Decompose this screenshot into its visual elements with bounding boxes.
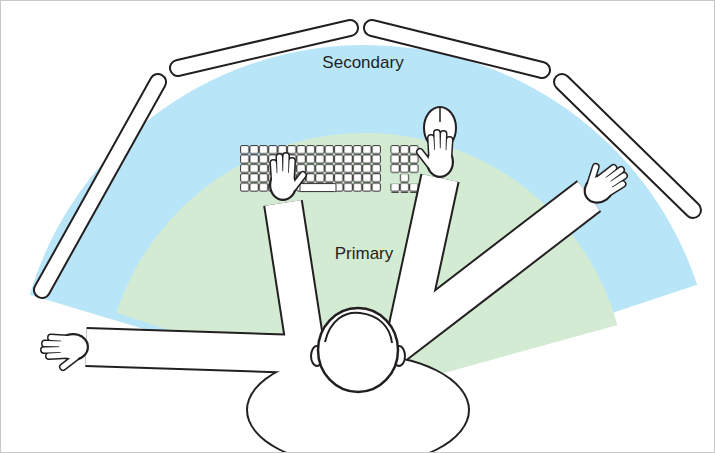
ear bbox=[393, 346, 405, 366]
zone-sector bbox=[30, 45, 697, 395]
desk-segment bbox=[372, 28, 542, 70]
hand bbox=[574, 156, 630, 210]
head bbox=[318, 308, 398, 392]
body-fill bbox=[248, 355, 468, 453]
desk-segment bbox=[562, 82, 693, 210]
desk-segment bbox=[42, 82, 158, 290]
desk-segment-fill bbox=[372, 28, 542, 70]
desk-segment-fill bbox=[42, 82, 158, 290]
body-outline bbox=[246, 353, 470, 453]
mouse bbox=[424, 107, 456, 149]
arm-outline bbox=[86, 178, 589, 355]
space-bar bbox=[300, 184, 336, 192]
arm-fill bbox=[86, 178, 589, 355]
hand bbox=[269, 156, 303, 201]
zone-sector bbox=[116, 133, 617, 395]
mouse-body bbox=[424, 107, 456, 149]
zone-label: Primary bbox=[335, 244, 394, 264]
hair-line bbox=[325, 313, 392, 343]
zone-label: Secondary bbox=[322, 53, 403, 73]
secondary-zone: SecondaryPrimary bbox=[15, 45, 700, 395]
arrow-keys bbox=[390, 184, 418, 193]
mouse-button-split bbox=[439, 107, 441, 122]
hand bbox=[44, 333, 89, 367]
zone-shape bbox=[103, 133, 627, 395]
keyboard-keys bbox=[240, 145, 381, 192]
ear bbox=[311, 346, 323, 366]
keyboard bbox=[240, 145, 419, 193]
numpad-keys bbox=[390, 145, 418, 173]
desk-segment-fill bbox=[178, 28, 350, 68]
desk-segment-fill bbox=[562, 82, 693, 210]
desk-segments bbox=[42, 28, 693, 290]
hand bbox=[420, 133, 454, 178]
desk-segment bbox=[178, 28, 350, 68]
arrow-key bbox=[400, 174, 409, 183]
primary-zone: Primary bbox=[103, 133, 627, 395]
person bbox=[44, 133, 631, 453]
